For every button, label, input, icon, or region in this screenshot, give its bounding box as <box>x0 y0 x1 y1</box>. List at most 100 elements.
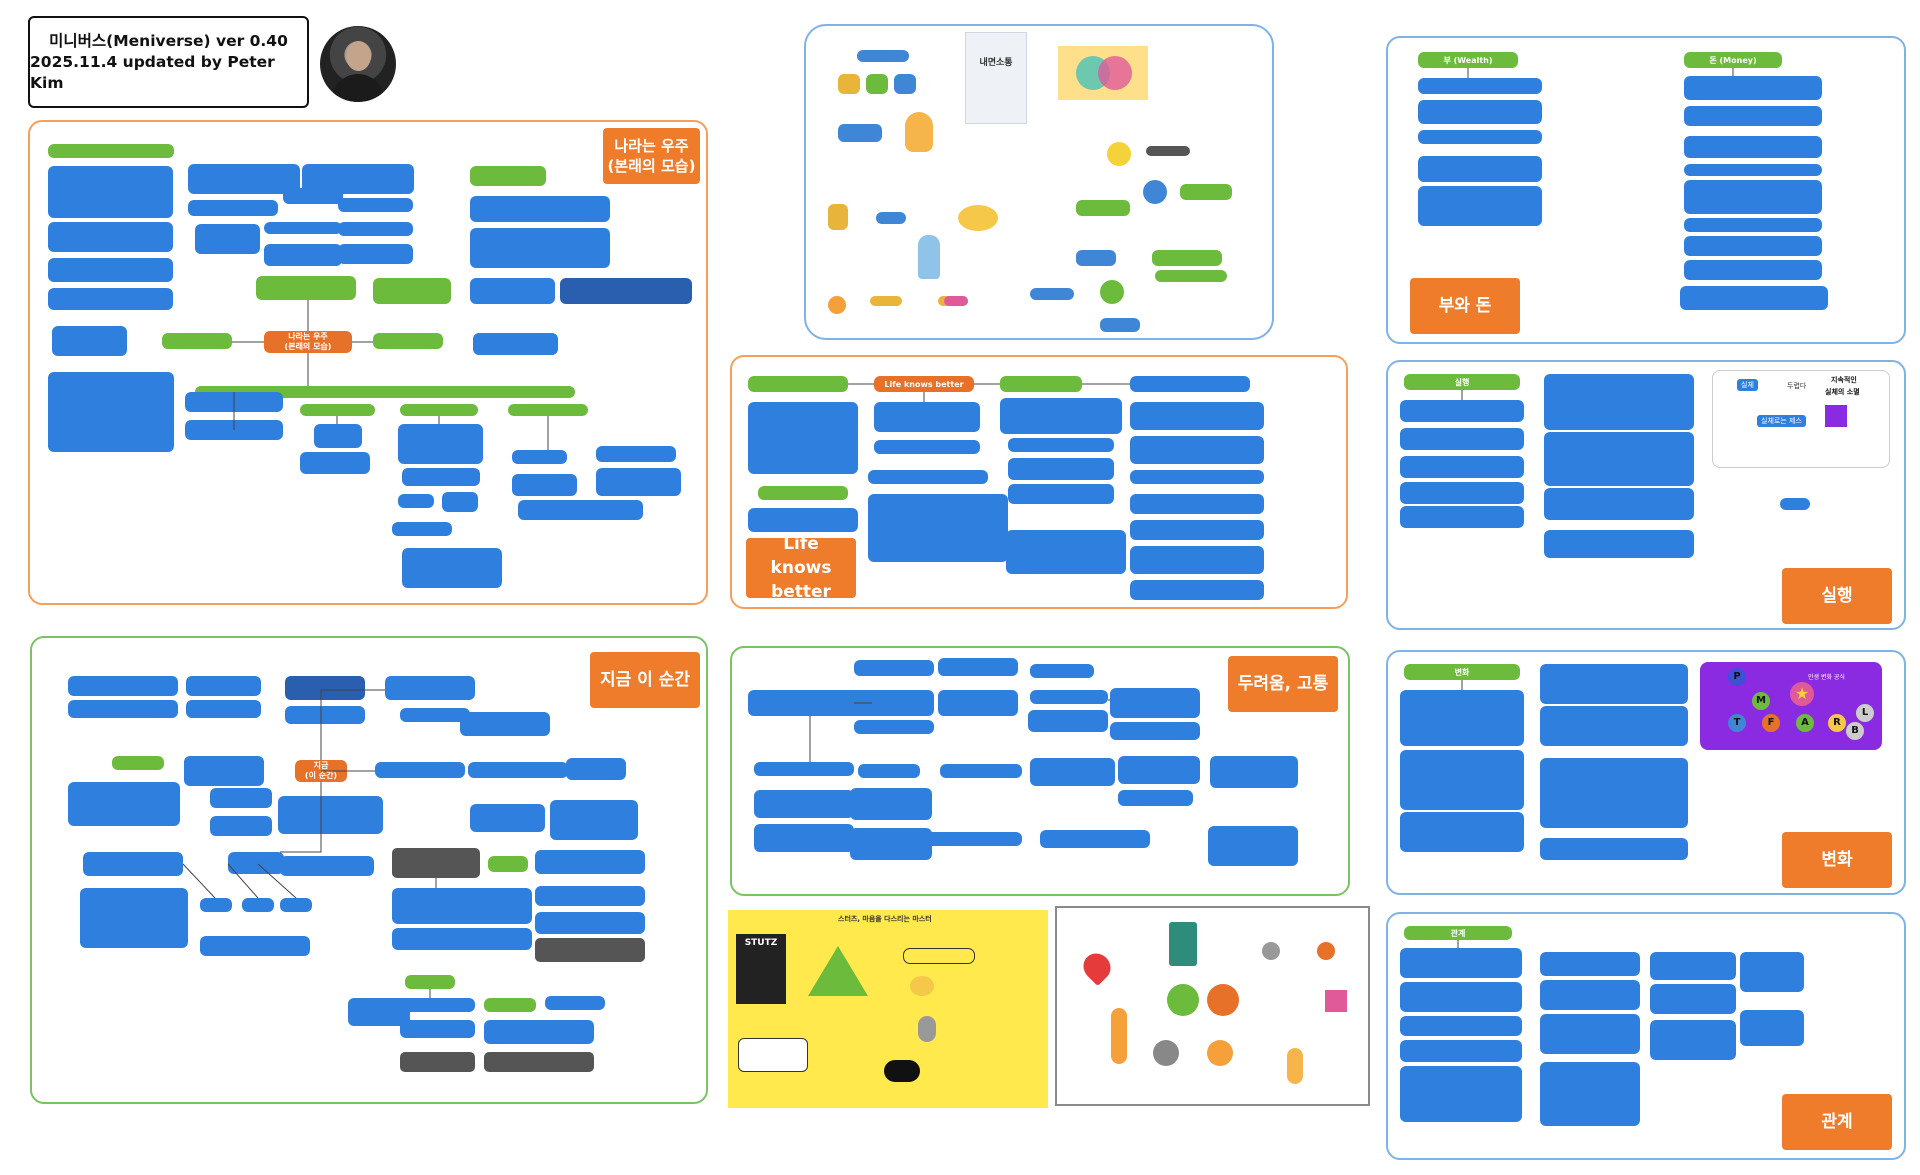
node-u34 <box>300 452 370 474</box>
node-l19 <box>1130 494 1264 514</box>
node-u43 <box>596 446 676 462</box>
node-f21 <box>1118 790 1193 806</box>
node-w3 <box>1418 130 1542 144</box>
formula-letter: A <box>1796 714 1814 732</box>
node-r14 <box>1740 1010 1804 1046</box>
change-formula-title: 인생 변화 공식 <box>1808 672 1845 681</box>
node-f9 <box>1028 710 1108 732</box>
formula-star-icon: ★ <box>1790 682 1814 706</box>
node-u44 <box>596 468 681 496</box>
node-l15 <box>1130 376 1250 392</box>
node-f12 <box>754 762 854 776</box>
stutz-pyramid <box>808 946 868 996</box>
node-n4 <box>186 700 261 718</box>
stutz-person <box>918 1016 936 1042</box>
node-u14 <box>256 276 356 300</box>
node-u24 <box>470 228 610 268</box>
tag-change: 변화 <box>1782 832 1892 888</box>
node-f7 <box>1030 664 1094 678</box>
node-money: 돈 (Money) <box>1684 52 1782 68</box>
node-n18 <box>278 796 383 834</box>
stutz-cover-text: STUTZ <box>745 938 778 948</box>
node-u7 <box>48 372 174 452</box>
title-line-1: 미니버스(Meniverse) ver 0.40 <box>49 31 288 52</box>
node-n14 <box>210 816 272 836</box>
tag-wealth: 부와 돈 <box>1410 278 1520 334</box>
node-n40 <box>484 998 536 1012</box>
node-l20 <box>1130 520 1264 540</box>
formula-letter: M <box>1752 692 1770 710</box>
node-r7 <box>1540 980 1640 1010</box>
node-c6 <box>1540 758 1688 828</box>
node-l9 <box>1000 376 1082 392</box>
tag-wealth-text: 부와 돈 <box>1439 294 1492 318</box>
node-n30 <box>280 898 312 912</box>
node-f20 <box>1118 756 1200 784</box>
node-u13 <box>264 244 342 266</box>
gray-circle-icon <box>1153 1040 1179 1066</box>
venn-box <box>1058 46 1148 100</box>
node-f4 <box>854 690 934 716</box>
node-l22 <box>1130 580 1264 600</box>
tag-now: 지금 이 순간 <box>590 652 700 708</box>
node-r5 <box>1400 1066 1522 1122</box>
phone-icon <box>1169 922 1197 966</box>
magenta-box-icon <box>1325 990 1347 1012</box>
node-m3 <box>1684 136 1822 158</box>
formula-letter: R <box>1828 714 1846 732</box>
node-u1 <box>48 166 173 218</box>
node-n26 <box>488 856 528 872</box>
node-n3 <box>186 676 261 696</box>
node-r9 <box>1540 1062 1640 1126</box>
practice-flow-purple <box>1825 405 1847 427</box>
node-l11 <box>1008 438 1114 452</box>
node-u40 <box>402 548 502 588</box>
node-n41 <box>545 996 605 1010</box>
node-money-label: 돈 (Money) <box>1709 55 1756 66</box>
node-w5 <box>1418 186 1542 226</box>
stutz-title: 스터츠, 마음을 다스리는 마스터 <box>838 914 932 924</box>
node-l14 <box>1006 530 1126 574</box>
brain-icon <box>958 205 998 231</box>
node-f3 <box>938 658 1018 676</box>
node-l13 <box>1008 484 1114 504</box>
practice-flow-line1: 실체 <box>1737 379 1758 391</box>
practice-flow-line3: 지속적인 <box>1831 375 1857 385</box>
life-main-label: Life knows better <box>884 380 963 389</box>
node-p10 <box>1780 498 1810 510</box>
node-n29 <box>242 898 274 912</box>
node-n35 <box>535 912 645 934</box>
node-r1 <box>1400 948 1522 978</box>
tag-universe: 나라는 우주(본래의 모습) <box>603 128 700 184</box>
node-f5 <box>938 690 1018 716</box>
inner-node11 <box>1076 250 1116 266</box>
node-n20 <box>550 800 638 840</box>
node-m9 <box>1680 286 1828 310</box>
node-p6 <box>1544 374 1694 430</box>
node-f22 <box>1210 756 1298 788</box>
node-r8 <box>1540 1014 1640 1054</box>
tag-relation: 관계 <box>1782 1094 1892 1150</box>
node-w1 <box>1418 78 1542 94</box>
node-c5 <box>1540 706 1688 746</box>
node-wealth-label: 부 (Wealth) <box>1443 55 1492 66</box>
node-u33 <box>314 424 362 448</box>
node-f24 <box>1040 830 1150 848</box>
title-line-2: 2025.11.4 updated by Peter Kim <box>30 52 307 94</box>
node-u21 <box>473 333 558 355</box>
inner-node18 <box>944 296 968 306</box>
node-u30 <box>300 404 375 416</box>
node-u41 <box>512 450 567 464</box>
stutz-circles <box>903 948 975 964</box>
tag-practice: 실행 <box>1782 568 1892 624</box>
inner-node14 <box>1155 270 1227 282</box>
node-u4 <box>48 288 173 310</box>
node-n15 <box>375 762 465 778</box>
node-f13 <box>754 790 854 818</box>
node-f16 <box>850 788 932 820</box>
node-n24 <box>280 856 374 876</box>
formula-letter: T <box>1728 714 1746 732</box>
node-f10 <box>1110 688 1200 718</box>
node-l3 <box>758 486 848 500</box>
formula-letter: L <box>1856 704 1874 722</box>
